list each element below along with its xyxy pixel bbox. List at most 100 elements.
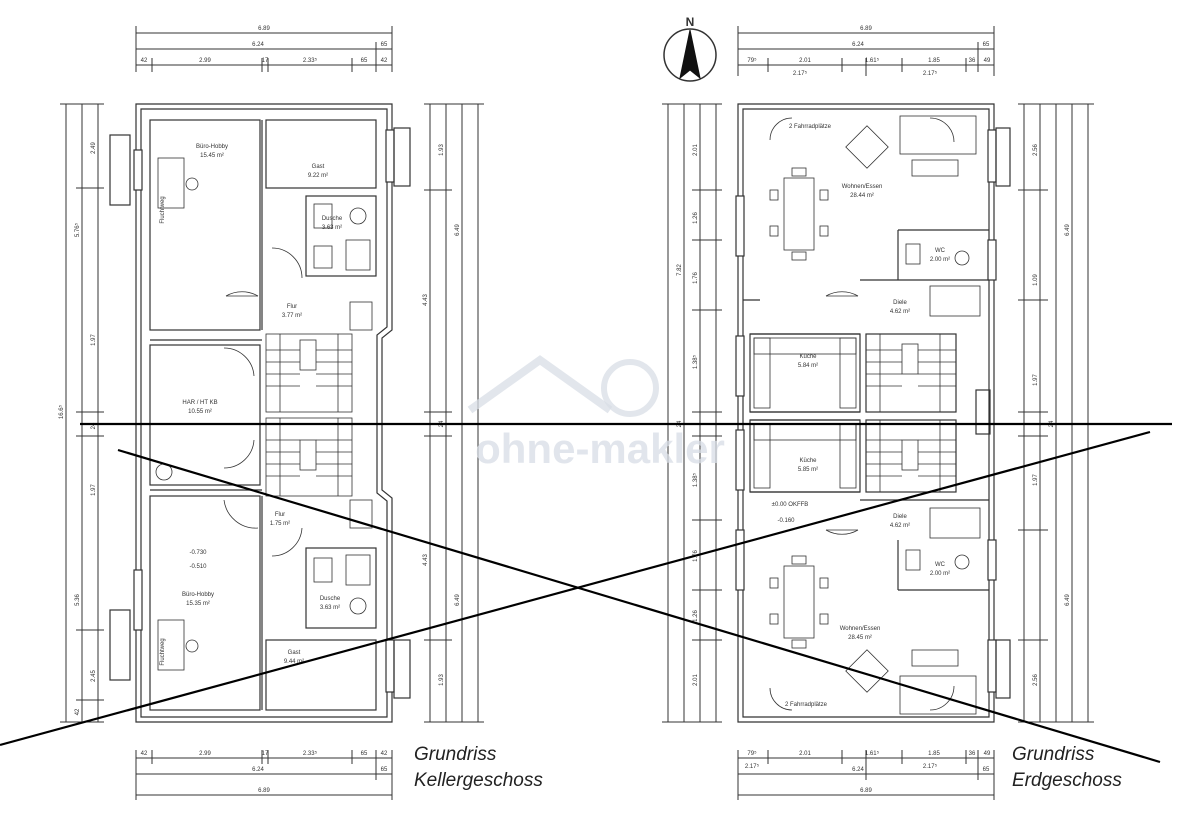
basement-right-seg-4: 4.43 bbox=[423, 554, 429, 566]
ground-furniture bbox=[753, 115, 981, 715]
ground-right-seg-3: 1.97 bbox=[1033, 374, 1039, 386]
basement-left-seg-1: 5.76⁵ bbox=[74, 222, 81, 237]
ground-left-total: 7.82 bbox=[677, 264, 683, 276]
room-wc-top-name: WC bbox=[935, 248, 946, 254]
ground-right-dimensions: 2.56 6.49 1.09 1.97 24 1.97 6.49 2.56 bbox=[1018, 103, 1094, 723]
room-diele-top-name: Diele bbox=[893, 300, 907, 306]
ground-top-sub-1: 2.01 bbox=[799, 58, 811, 64]
ground-right-seg-6: 6.49 bbox=[1065, 594, 1071, 606]
ground-bot-sub2-0: 2.17⁵ bbox=[745, 763, 760, 770]
titles: Grundriss Kellergeschoss Grundriss Erdge… bbox=[414, 744, 1122, 791]
room-wc-top-area: 2.00 m² bbox=[930, 257, 950, 263]
ground-top-sub2-0: 2.17⁵ bbox=[793, 70, 808, 77]
ground-title-line1: Grundriss bbox=[1012, 744, 1095, 765]
room-wohnen-top-area: 28.44 m² bbox=[850, 193, 874, 199]
ground-title-line2: Erdgeschoss bbox=[1012, 770, 1122, 791]
room-flur-top-name: Flur bbox=[287, 304, 297, 310]
ground-top-sub-4: 36 bbox=[969, 58, 976, 64]
basement-top-mid-end: 65 bbox=[381, 42, 388, 48]
basement-right-seg-1: 6.49 bbox=[455, 224, 461, 236]
basement-top-sub-3: 2.33⁵ bbox=[303, 57, 318, 64]
room-kueche-top-area: 5.84 m² bbox=[798, 363, 818, 369]
room-kueche-top-name: Küche bbox=[799, 354, 817, 360]
fluchtweg-bottom: Fluchtweg bbox=[160, 638, 166, 665]
ground-right-seg-0: 2.56 bbox=[1033, 144, 1039, 156]
level-b: -0.510 bbox=[189, 564, 207, 570]
basement-left-seg-4: 1.97 bbox=[91, 484, 97, 496]
basement-bot-sub-2: 17 bbox=[262, 751, 269, 757]
ground-top-sub2-1: 2.17⁵ bbox=[923, 70, 938, 77]
watermark: ohne-makler bbox=[467, 355, 725, 472]
ground-bot-sub-1: 2.01 bbox=[799, 751, 811, 757]
basement-left-dimensions: 16.6⁵ 2.49 5.76⁵ 1.97 24 1.97 5.36 2.45 … bbox=[58, 103, 104, 723]
ground-right-seg-1: 6.49 bbox=[1065, 224, 1071, 236]
ground-top-total: 6.89 bbox=[860, 26, 872, 32]
north-arrow: N bbox=[663, 15, 717, 82]
room-wohnen-bot-name: Wohnen/Essen bbox=[840, 626, 881, 632]
basement-top-mid: 6.24 bbox=[252, 42, 264, 48]
ground-left-seg-3: 1.38⁵ bbox=[692, 354, 699, 369]
room-kueche-bot-area: 5.85 m² bbox=[798, 467, 818, 473]
room-flur-bot-name: Flur bbox=[275, 512, 285, 518]
ground-left-seg-7: 1.26 bbox=[693, 610, 699, 622]
room-flur-top-area: 3.77 m² bbox=[282, 313, 302, 319]
ground-bot-mid: 6.24 bbox=[852, 767, 864, 773]
room-buero-top-area: 15.45 m² bbox=[200, 153, 224, 159]
ground-bot-sub-2: 1.61⁵ bbox=[865, 750, 880, 757]
ground-top-mid-end: 65 bbox=[983, 42, 990, 48]
ground-bot-mid-end: 65 bbox=[983, 767, 990, 773]
room-hwr-area: 10.55 m² bbox=[188, 409, 212, 415]
ground-left-seg-2: 1.76 bbox=[693, 272, 699, 284]
room-stellplatz-bot: 2 Fahrradplätze bbox=[785, 702, 828, 708]
basement-left-seg-5: 5.36 bbox=[75, 594, 81, 606]
room-bad-bot-name: Dusche bbox=[320, 596, 341, 602]
room-diele-top-area: 4.62 m² bbox=[890, 309, 910, 315]
room-wc-bot-name: WC bbox=[935, 562, 946, 568]
basement-top-dimensions: 6.89 6.24 65 42 2.99 17 2.33⁵ 65 42 bbox=[135, 26, 393, 72]
room-buero-bot-name: Büro-Hobby bbox=[182, 592, 214, 598]
basement-bottom-dimensions: 42 2.99 17 2.33⁵ 65 42 6.24 65 6.89 bbox=[135, 750, 393, 800]
ground-right-seg-2: 1.09 bbox=[1033, 274, 1039, 286]
ground-top-sub-3: 1.85 bbox=[928, 58, 940, 64]
room-kueche-bot-name: Küche bbox=[799, 458, 817, 464]
basement-right-dimensions: 1.93 6.49 4.43 24 4.43 6.49 1.93 bbox=[423, 103, 484, 723]
basement-left-total: 16.6⁵ bbox=[58, 404, 65, 419]
north-label: N bbox=[686, 15, 695, 29]
ground-doors bbox=[769, 117, 955, 711]
basement-right-seg-2: 4.43 bbox=[423, 294, 429, 306]
basement-furniture bbox=[155, 157, 373, 671]
ground-bot-sub2-1: 2.17⁵ bbox=[923, 763, 938, 770]
basement-top-sub-0: 42 bbox=[141, 58, 148, 64]
ground-bot-total: 6.89 bbox=[860, 788, 872, 794]
ground-bot-sub-5: 49 bbox=[984, 751, 991, 757]
ground-left-seg-5: 1.38⁵ bbox=[692, 472, 699, 487]
basement-walls bbox=[109, 103, 411, 723]
room-gast-top-area: 9.22 m² bbox=[308, 173, 328, 179]
ground-top-sub-5: 49 bbox=[984, 58, 991, 64]
ground-top-sub-0: 79⁵ bbox=[747, 57, 757, 64]
level-a: -0.730 bbox=[189, 550, 207, 556]
basement-bot-sub-4: 65 bbox=[361, 751, 368, 757]
ground-walls bbox=[735, 103, 1011, 723]
basement-bot-mid: 6.24 bbox=[252, 767, 264, 773]
basement-top-sub-4: 65 bbox=[361, 58, 368, 64]
basement-bot-sub-5: 42 bbox=[381, 751, 388, 757]
room-buero-top-name: Büro-Hobby bbox=[196, 144, 228, 150]
room-wohnen-top-name: Wohnen/Essen bbox=[842, 184, 883, 190]
room-gast-bot-name: Gast bbox=[288, 650, 301, 656]
basement-left-seg-3: 24 bbox=[91, 422, 97, 429]
basement-top-total: 6.89 bbox=[258, 26, 270, 32]
ground-left-seg-1: 1.26 bbox=[693, 212, 699, 224]
room-wohnen-bot-area: 28.45 m² bbox=[848, 635, 872, 641]
fluchtweg-top: Fluchtweg bbox=[160, 196, 166, 223]
room-hwr-name: HAR / HT KB bbox=[182, 400, 217, 406]
ground-bottom-dimensions: 79⁵ 2.01 1.61⁵ 1.85 36 49 2.17⁵ 2.17⁵ 6.… bbox=[737, 750, 995, 800]
basement-right-seg-6: 1.93 bbox=[439, 674, 445, 686]
room-buero-bot-area: 15.35 m² bbox=[186, 601, 210, 607]
basement-top-sub-5: 42 bbox=[381, 58, 388, 64]
room-gast-top-name: Gast bbox=[312, 164, 325, 170]
basement-doors bbox=[223, 247, 303, 557]
room-wc-bot-area: 2.00 m² bbox=[930, 571, 950, 577]
ground-room-labels: 2 Fahrradplätze Wohnen/Essen 28.44 m² WC… bbox=[772, 124, 950, 708]
